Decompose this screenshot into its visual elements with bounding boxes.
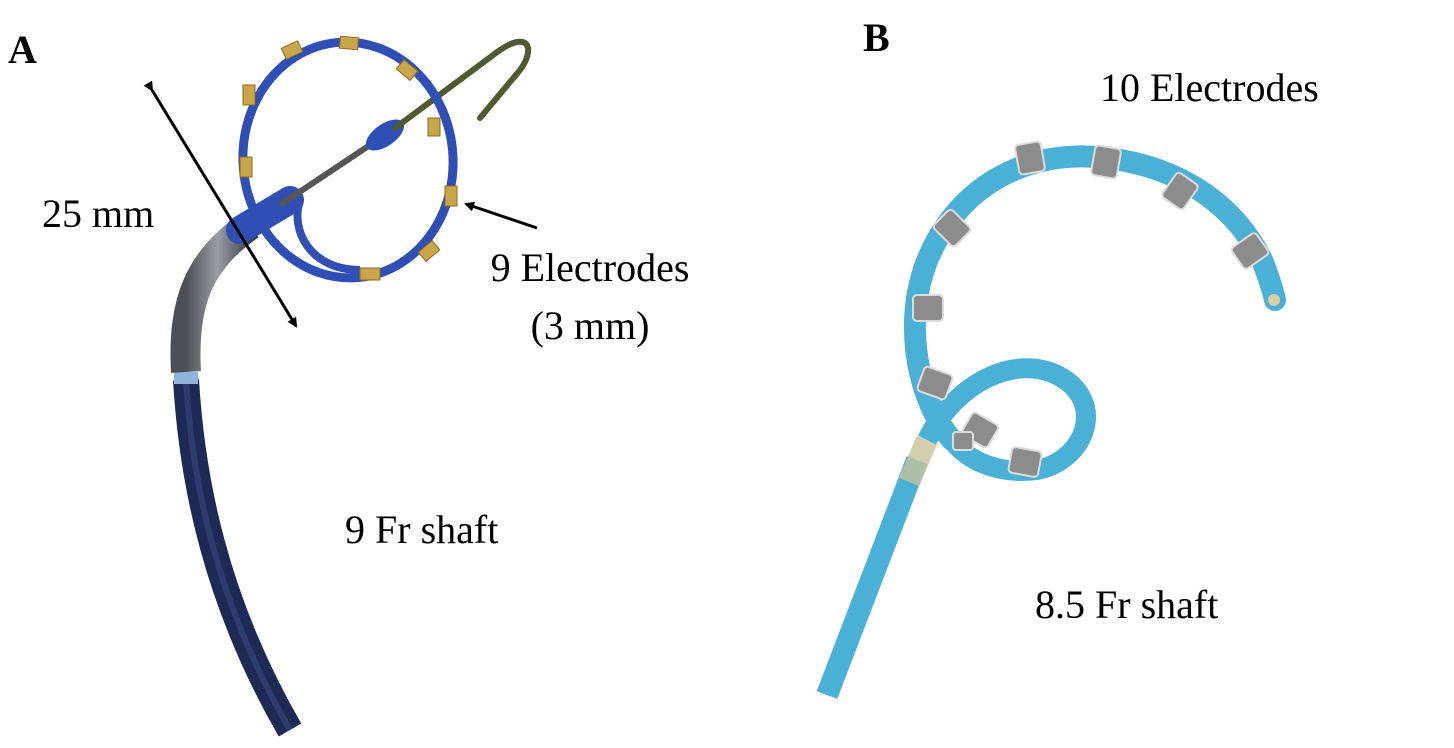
- circular-mapping-catheter-a-illustration: [143, 35, 538, 737]
- electrodes-label-line2: (3 mm): [530, 303, 650, 348]
- diameter-label: 25 mm: [42, 191, 155, 236]
- panel-b: B 10 Electrodes 8.5 Fr shaft: [727, 0, 1454, 748]
- electrodes-label-line1: 9 Electrodes: [490, 245, 690, 290]
- panel-a: A 25 mm 9 Electrodes (3 mm) 9 Fr shaft: [8, 27, 690, 737]
- panel-letter-b: B: [863, 15, 890, 60]
- electrode-pointer-arrow: [464, 201, 538, 230]
- electrodes-label-b: 10 Electrodes: [1100, 65, 1319, 110]
- shaft-label-b: 8.5 Fr shaft: [1035, 582, 1219, 627]
- electrode-bands: [912, 140, 1270, 478]
- panel-letter-a: A: [8, 27, 37, 72]
- diameter-arrow: [143, 80, 298, 328]
- circular-mapping-catheter-b-illustration: [816, 140, 1286, 699]
- shaft-label-a: 9 Fr shaft: [345, 507, 499, 552]
